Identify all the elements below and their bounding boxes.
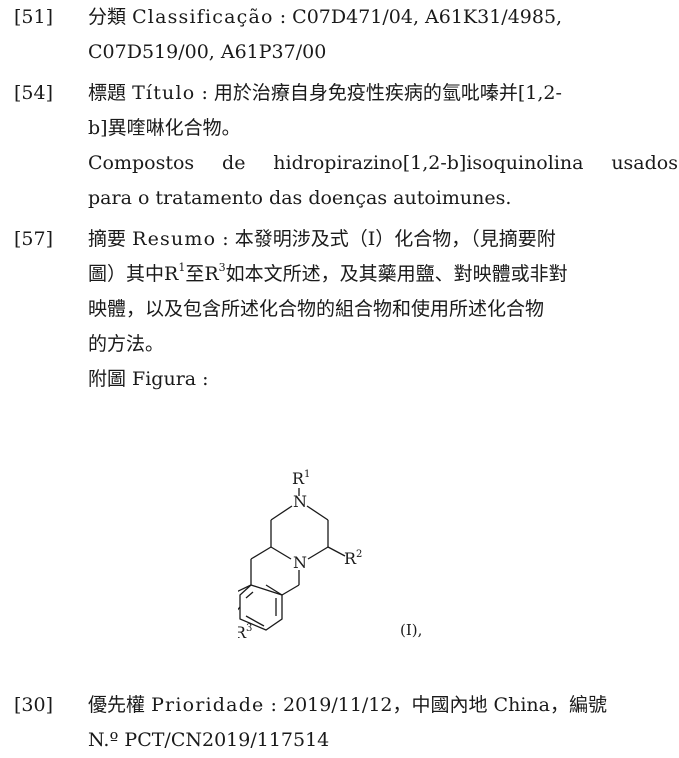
- benzene-outline: [239, 584, 283, 631]
- abstract-text-part: 至R: [185, 263, 219, 285]
- bond: [250, 546, 272, 560]
- bond: [307, 546, 329, 560]
- entry-code: [51]: [14, 6, 54, 28]
- figure-caption: 附圖 Figura :: [88, 368, 209, 390]
- bond: [270, 505, 293, 521]
- abstract-line2: 圖）其中R1至R3如本文所述，及其藥用鹽、對映體或非對: [88, 257, 678, 292]
- entry-body: 分類 Classificação : C07D471/04, A61K31/49…: [88, 0, 678, 70]
- entry-line: 分類 Classificação : C07D471/04, A61K31/49…: [88, 0, 678, 35]
- entry-line: 摘要 Resumo : 本發明涉及式（I）化合物，（見摘要附: [88, 222, 678, 257]
- label-pt: Prioridade: [151, 694, 265, 716]
- bond: [306, 505, 329, 521]
- label-separator: :: [273, 6, 293, 28]
- entry-body: 優先權 Prioridade : 2019/11/12，中國內地 China，編…: [88, 688, 678, 758]
- superscript: 1: [178, 260, 186, 274]
- abstract-line4: 的方法。: [88, 333, 165, 355]
- label-n-bottom: N: [293, 553, 307, 572]
- entry-code: [57]: [14, 228, 54, 250]
- label-r2: R2: [344, 549, 362, 568]
- label-pt: Resumo: [132, 228, 217, 250]
- bond: [270, 546, 292, 560]
- title-zh-line2: b]異喹啉化合物。: [88, 117, 241, 139]
- formula-label: (I),: [400, 621, 422, 639]
- label-r3: R3: [238, 623, 252, 642]
- chemical-structure-figure: R1 N N R2 R3 (I),: [238, 469, 422, 642]
- superscript: 3: [218, 260, 226, 274]
- aromatic-bond: [245, 591, 254, 599]
- entry-line: 標題 Título : 用於治療自身免疫性疾病的氫吡嗪并[1,2-: [88, 76, 678, 111]
- abstract-text-part: 圖）其中R: [88, 263, 179, 285]
- entry-code: [54]: [14, 82, 54, 104]
- abstract-text-part: 如本文所述，及其藥用鹽、對映體或非對: [225, 263, 568, 285]
- label-zh: 標題: [88, 82, 127, 104]
- label-n-top: N: [293, 492, 307, 511]
- structure-bonds: [238, 488, 346, 596]
- label-pt: Título: [132, 82, 196, 104]
- structure-labels: R1 N N R2 R3 (I),: [238, 469, 422, 642]
- entry-code: [30]: [14, 694, 54, 716]
- title-pt-line2: para o tratamento das doenças autoimunes…: [88, 187, 512, 209]
- title-zh-line1: 用於治療自身免疫性疾病的氫吡嗪并[1,2-: [213, 82, 562, 104]
- entry-body: 標題 Título : 用於治療自身免疫性疾病的氫吡嗪并[1,2- b]異喹啉化…: [88, 76, 678, 216]
- benzene-ring: [238, 584, 283, 631]
- label-r1: R1: [292, 469, 310, 488]
- label-separator: :: [264, 694, 283, 716]
- label-zh: 優先權: [88, 694, 146, 716]
- title-pt-line1: Compostos de hidropirazino[1,2-b]isoquin…: [88, 152, 678, 174]
- label-zh: 分類: [88, 6, 127, 28]
- label-pt: Classificação: [132, 6, 274, 28]
- aromatic-bond: [245, 615, 265, 627]
- bond: [238, 584, 252, 592]
- label-zh: 摘要: [88, 228, 127, 250]
- classification-codes-line2: C07D519/00, A61P37/00: [88, 41, 327, 63]
- classification-codes-line1: C07D471/04, A61K31/4985,: [292, 6, 563, 28]
- label-separator: :: [216, 228, 235, 250]
- bond: [265, 584, 283, 596]
- label-separator: :: [195, 82, 214, 104]
- entry-body: 摘要 Resumo : 本發明涉及式（I）化合物，（見摘要附 圖）其中R1至R3…: [88, 222, 678, 397]
- entry-line: 優先權 Prioridade : 2019/11/12，中國內地 China，編…: [88, 688, 678, 723]
- abstract-line1: 本發明涉及式（I）化合物，（見摘要附: [234, 228, 556, 250]
- bond: [281, 584, 300, 596]
- priority-line2: N.º PCT/CN2019/117514: [88, 729, 330, 751]
- abstract-line3: 映體，以及包含所述化合物的組合物和使用所述化合物: [88, 298, 545, 320]
- priority-line1: 2019/11/12，中國內地 China，編號: [283, 694, 607, 716]
- bond-r2: [327, 546, 346, 557]
